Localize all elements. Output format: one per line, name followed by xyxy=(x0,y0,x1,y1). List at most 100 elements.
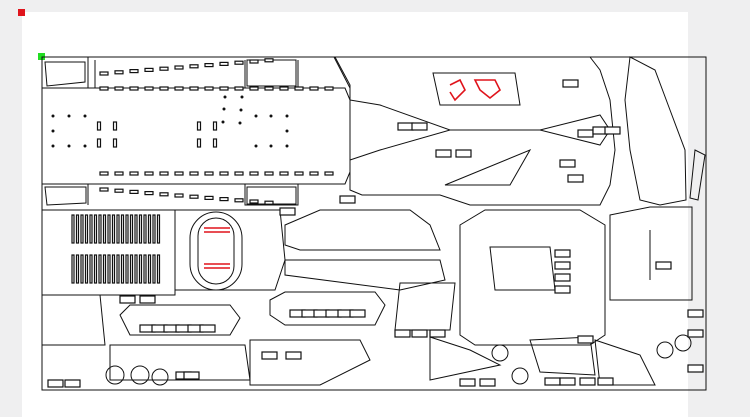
slot-cutout xyxy=(234,198,244,203)
deck-part-upper-left xyxy=(41,56,351,206)
hole xyxy=(83,144,87,148)
tab-part xyxy=(119,295,136,304)
slot-cutout xyxy=(219,171,229,176)
slot-cutout xyxy=(159,86,169,91)
hole xyxy=(51,114,55,118)
slot-cutout xyxy=(174,86,184,91)
slot-cutout xyxy=(264,58,274,63)
tab-part xyxy=(554,285,571,294)
tab-part xyxy=(394,329,411,338)
tab-part xyxy=(349,309,366,318)
hole xyxy=(51,129,55,133)
hole xyxy=(222,107,226,111)
grille-slot xyxy=(138,254,143,284)
panel-top xyxy=(432,72,521,106)
hole xyxy=(67,114,71,118)
hole xyxy=(269,144,273,148)
grille-slot xyxy=(84,214,89,244)
grille-slot xyxy=(80,214,84,244)
slot-cutout xyxy=(324,171,334,176)
red-highlight-part xyxy=(449,78,502,102)
tab-part xyxy=(64,379,81,388)
tab-part xyxy=(279,207,296,216)
slot-cutout xyxy=(112,121,118,131)
grille-slot xyxy=(75,254,80,284)
slot-cutout xyxy=(174,65,184,70)
origin-marker-icon[interactable] xyxy=(18,9,25,16)
slot-cutout xyxy=(99,171,109,176)
slot-cutout xyxy=(189,86,199,91)
grille-slot xyxy=(120,254,125,284)
slot-cutout xyxy=(204,86,214,91)
slot-cutout xyxy=(99,71,109,76)
slot-cutout xyxy=(309,171,319,176)
hole xyxy=(254,144,258,148)
hole xyxy=(285,144,289,148)
tab-part xyxy=(479,378,496,387)
slot-cutout xyxy=(219,197,229,202)
slot-cutout xyxy=(159,66,169,71)
tab-part xyxy=(435,149,452,158)
hole xyxy=(254,114,258,118)
hole xyxy=(285,129,289,133)
slot-cutout xyxy=(99,86,109,91)
grille-slot xyxy=(111,254,116,284)
grille-slot xyxy=(107,214,111,244)
tab-part xyxy=(459,378,476,387)
slot-cutout xyxy=(294,86,304,91)
grille-slot xyxy=(98,254,102,284)
grille-slot xyxy=(102,214,107,244)
slot-cutout xyxy=(144,191,154,196)
tab-part xyxy=(554,273,571,282)
grille-slot xyxy=(134,214,138,244)
hole xyxy=(83,114,87,118)
slot-cutout xyxy=(204,171,214,176)
slot-cutout xyxy=(114,188,124,193)
tab-part xyxy=(655,261,672,270)
slot-cutout xyxy=(219,61,229,67)
grille-slot xyxy=(143,254,147,284)
slot-cutout xyxy=(264,200,274,205)
tab-part xyxy=(597,377,614,386)
slot-cutout xyxy=(189,64,199,69)
grille-slot xyxy=(84,254,89,284)
slot-cutout xyxy=(144,67,154,73)
tab-part xyxy=(411,329,428,338)
tab-part xyxy=(577,335,594,344)
grille-slot xyxy=(102,254,107,284)
tab-part xyxy=(397,122,414,131)
slot-cutout xyxy=(174,171,184,176)
grille-slot xyxy=(89,254,93,284)
slot-cutout xyxy=(189,171,199,176)
grille-slot xyxy=(116,254,120,284)
grille-slot xyxy=(156,214,161,244)
slot-cutout xyxy=(279,171,289,176)
grille-slot xyxy=(107,254,111,284)
grille-slot xyxy=(125,214,129,244)
tab-part xyxy=(687,309,704,318)
slot-cutout xyxy=(99,187,109,192)
slot-cutout xyxy=(159,171,169,176)
slot-cutout xyxy=(264,171,274,176)
slot-cutout xyxy=(309,86,319,91)
grille-slot xyxy=(71,214,75,244)
grille-part xyxy=(41,209,176,346)
tab-part xyxy=(567,174,584,183)
slot-cutout xyxy=(204,62,214,68)
grille-slot xyxy=(80,254,84,284)
grille-slot xyxy=(120,214,125,244)
slot-cutout xyxy=(114,86,124,91)
slot-cutout xyxy=(96,138,102,148)
hole xyxy=(238,121,242,125)
tab-part xyxy=(559,159,576,168)
grille-slot xyxy=(71,254,75,284)
slot-cutout xyxy=(234,171,244,176)
slot-cutout xyxy=(249,199,259,204)
tab-part xyxy=(559,377,576,386)
tab-part xyxy=(411,122,428,131)
tab-part xyxy=(554,261,571,270)
slot-cutout xyxy=(129,86,139,91)
tab-part xyxy=(183,371,200,380)
tab-part xyxy=(455,149,472,158)
